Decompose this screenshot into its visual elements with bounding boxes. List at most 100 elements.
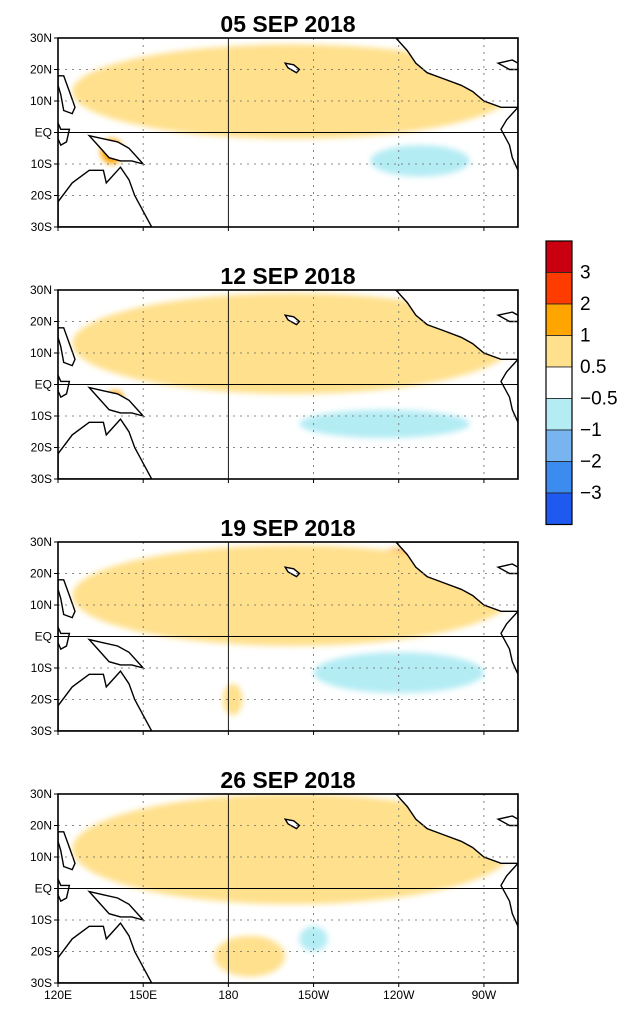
colorbar-swatch	[545, 398, 573, 431]
land-new-guinea	[87, 638, 146, 670]
anomaly-region-5	[299, 409, 470, 439]
panel-title: 19 SEP 2018	[220, 515, 355, 541]
land-australia	[58, 417, 153, 479]
lon-label: 120E	[44, 988, 72, 1002]
lat-label: 30S	[31, 472, 52, 486]
land-hawaii	[283, 314, 301, 326]
land-hawaii	[283, 818, 301, 830]
land-new-guinea	[87, 386, 146, 418]
map-area	[58, 542, 518, 731]
panel-title: 05 SEP 2018	[220, 11, 355, 37]
colorbar-label: 1	[580, 326, 591, 347]
land-australia	[58, 669, 153, 731]
land-australia	[58, 166, 153, 227]
land-cuba	[496, 59, 518, 71]
land-south-america	[500, 862, 518, 983]
land-borneo-sulawesi	[58, 626, 71, 651]
panel-title: 12 SEP 2018	[220, 263, 355, 289]
lat-label: 10S	[31, 157, 52, 171]
lat-label: 30S	[31, 724, 52, 738]
colorbar-swatch	[545, 366, 573, 399]
colorbar-label: −0.5	[580, 389, 618, 410]
anomaly-region-4	[222, 683, 243, 716]
land-south-america	[500, 106, 518, 227]
lat-label: 10S	[31, 661, 52, 675]
lat-label: 30N	[30, 787, 52, 801]
lat-label: 20N	[30, 819, 52, 833]
anomaly-region-4	[72, 794, 513, 905]
colorbar-swatch	[545, 303, 573, 336]
lat-label: 30N	[30, 535, 52, 549]
map-area	[58, 794, 518, 983]
lon-label: 150E	[129, 988, 157, 1002]
lat-label: 30N	[30, 283, 52, 297]
lat-label: 20S	[31, 945, 52, 959]
land-borneo-sulawesi	[58, 878, 71, 903]
land-hawaii	[283, 566, 301, 578]
lat-label: 20S	[31, 441, 52, 455]
colorbar-swatch	[545, 461, 573, 494]
lat-label: 30S	[31, 220, 52, 234]
lat-label: 30N	[30, 31, 52, 45]
lat-label: 10N	[30, 94, 52, 108]
map-area	[58, 290, 518, 479]
lat-label: 10S	[31, 409, 52, 423]
land-mexico-central-america	[394, 290, 518, 360]
lat-label: 10N	[30, 850, 52, 864]
anomaly-region-5	[313, 652, 484, 694]
anomaly-layer	[72, 794, 513, 977]
lat-label: EQ	[35, 126, 52, 140]
land-hawaii	[283, 62, 301, 74]
lat-label: EQ	[35, 630, 52, 644]
anomaly-layer	[72, 44, 513, 177]
land-cuba	[496, 311, 518, 323]
land-new-guinea	[87, 890, 146, 922]
lat-label: 20S	[31, 693, 52, 707]
colorbar-swatch	[545, 335, 573, 368]
land-mexico-central-america	[394, 794, 518, 864]
land-mexico-central-america	[394, 38, 518, 108]
land-south-america	[500, 610, 518, 731]
anomaly-layer	[72, 545, 513, 716]
colorbar-swatch	[545, 492, 573, 525]
land-mexico-central-america	[394, 542, 518, 612]
land-borneo-sulawesi	[58, 374, 71, 399]
anomaly-region-6	[299, 926, 328, 952]
land-philippines	[58, 579, 76, 619]
colorbar-label: 0.5	[580, 357, 606, 378]
colorbar-label: −2	[580, 452, 602, 473]
colorbar-swatch	[545, 240, 573, 273]
land-borneo-sulawesi	[58, 122, 71, 147]
colorbar-label: 2	[580, 294, 591, 315]
map-area	[58, 38, 518, 227]
land-philippines	[58, 327, 76, 367]
land-australia	[58, 921, 153, 983]
lat-label: 20N	[30, 567, 52, 581]
lon-label: 150W	[298, 988, 330, 1002]
land-philippines	[58, 831, 76, 871]
anomaly-region-5	[72, 44, 513, 139]
land-cuba	[496, 563, 518, 575]
colorbar-label: 3	[580, 263, 591, 284]
anomaly-region-3	[72, 545, 513, 646]
land-cuba	[496, 815, 518, 827]
land-south-america	[500, 358, 518, 479]
panel-title: 26 SEP 2018	[220, 767, 355, 793]
lon-label: 180	[218, 988, 238, 1002]
colorbar-label: −1	[580, 420, 602, 441]
lat-label: 10S	[31, 913, 52, 927]
lon-label: 120W	[383, 988, 415, 1002]
anomaly-region-6	[370, 145, 470, 177]
lat-label: EQ	[35, 882, 52, 896]
lon-label: 90W	[472, 988, 497, 1002]
lat-label: 20N	[30, 315, 52, 329]
lat-label: 30S	[31, 976, 52, 990]
colorbar-swatch	[545, 429, 573, 462]
lat-label: 20S	[31, 189, 52, 203]
